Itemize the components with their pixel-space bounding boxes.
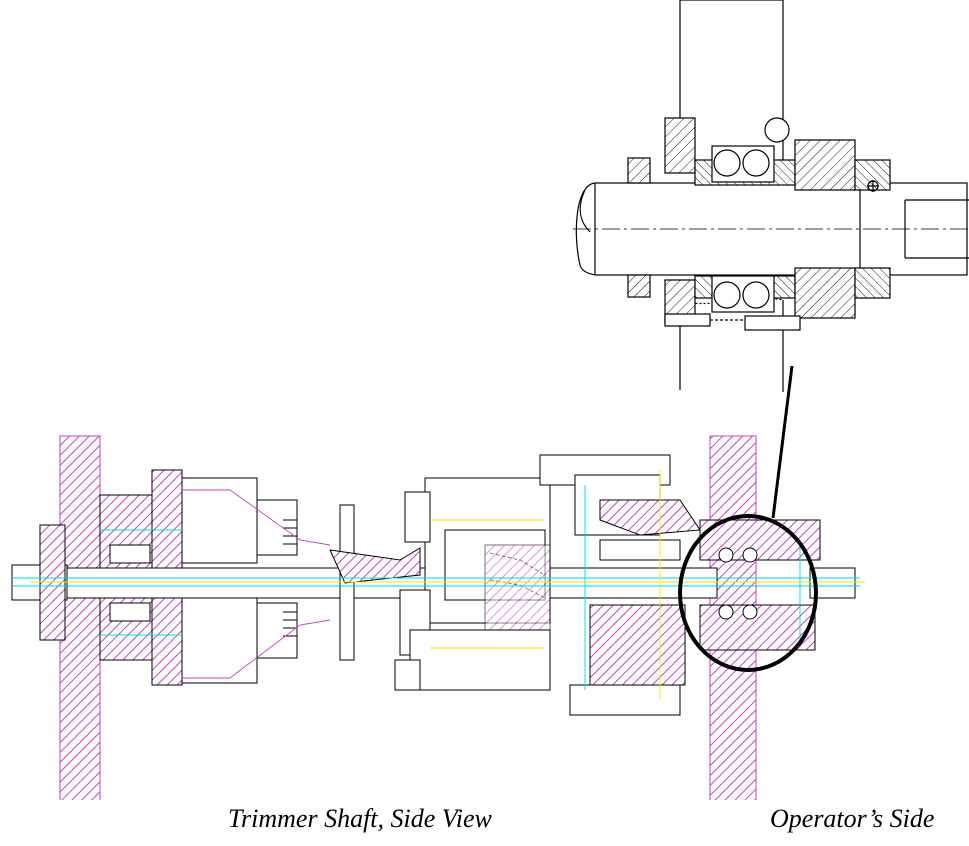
detail-callout-line [771, 365, 794, 519]
main-assembly [11, 454, 856, 716]
detail-callout-circle [678, 514, 818, 672]
detail-housing-top [664, 117, 696, 174]
caption-operators-side: Operator’s Side [770, 804, 935, 833]
caption-trimmer-shaft-side-view: Trimmer Shaft, Side View [228, 804, 492, 833]
left-frame-plate [59, 435, 101, 800]
detail-vertical-plate [679, 0, 784, 166]
construction-lines [12, 470, 865, 700]
detail-bearing-ball [713, 149, 741, 177]
technical-drawing [11, 0, 969, 800]
detail-view [573, 0, 969, 392]
